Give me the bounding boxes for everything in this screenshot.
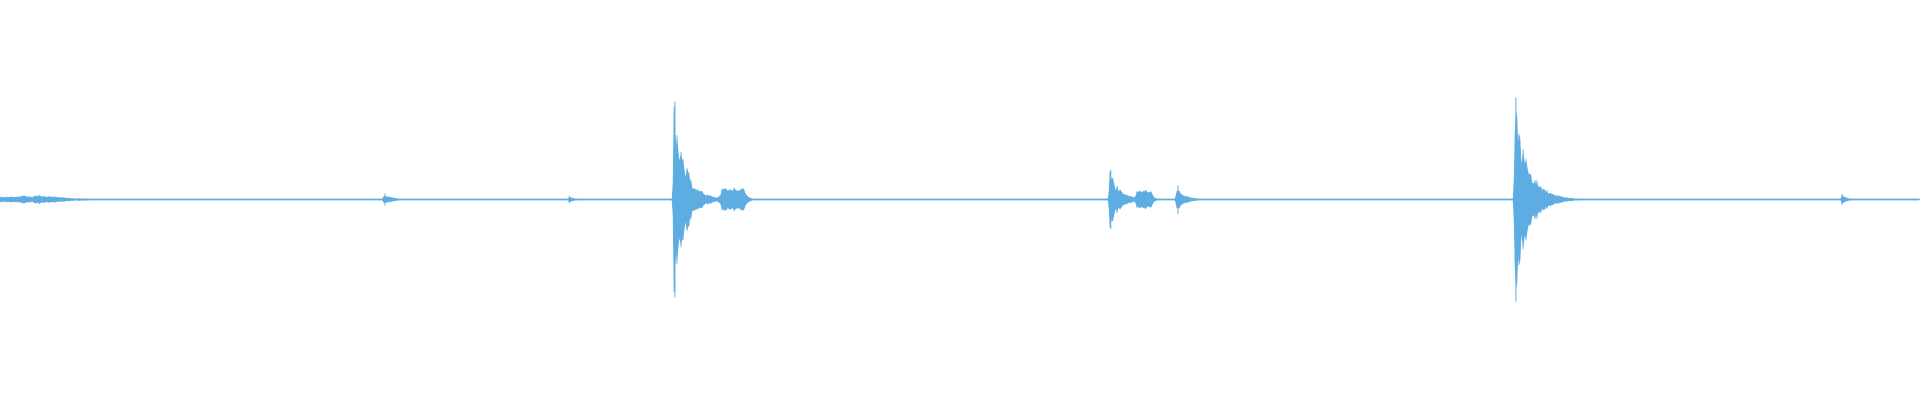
waveform-envelope	[0, 107, 1920, 292]
